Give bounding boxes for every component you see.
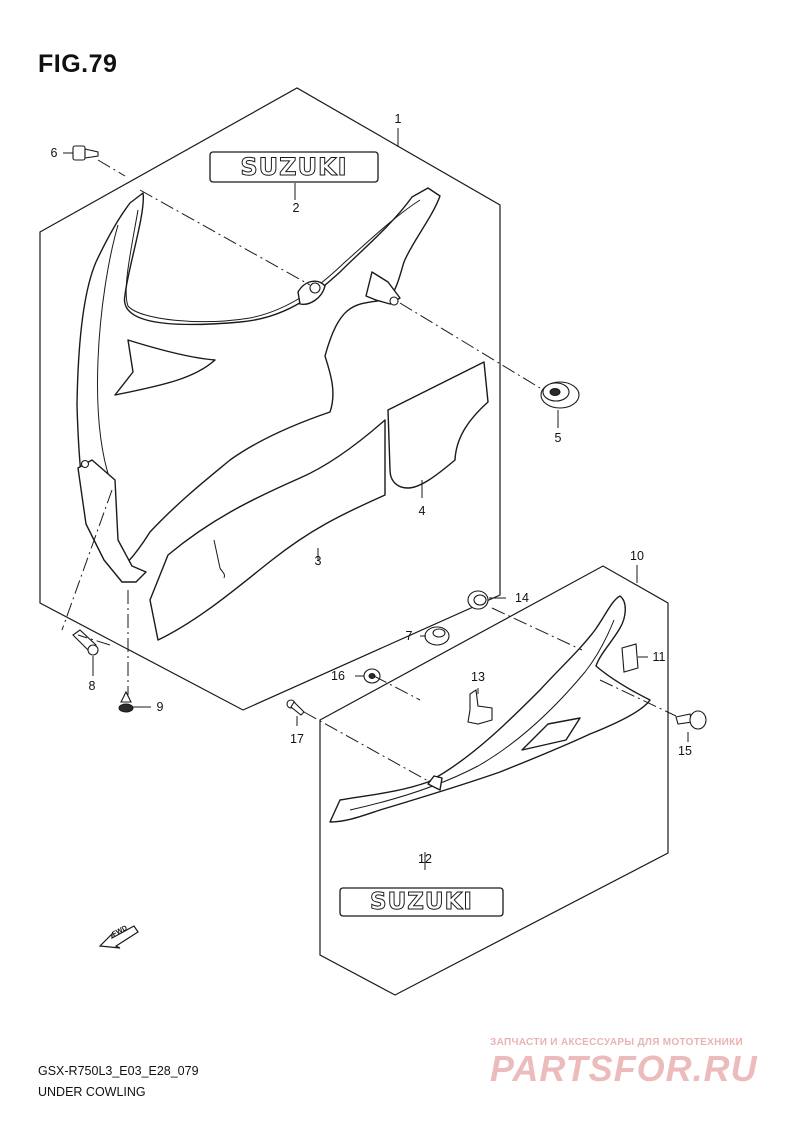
callout-17: 17 (290, 732, 304, 746)
callout-7: 7 (405, 629, 413, 643)
leader-lines (63, 128, 689, 870)
upper-mount-hole (309, 282, 321, 294)
bolt-part-15 (675, 710, 707, 730)
callout-10: 10 (630, 549, 644, 563)
callout-8: 8 (88, 679, 96, 693)
clip-bracket-part-13 (467, 689, 493, 725)
grommet-part-5 (540, 381, 580, 409)
nut-part-7 (424, 626, 450, 646)
callout-12: 12 (418, 852, 432, 866)
section-name: UNDER COWLING (38, 1085, 146, 1099)
side-insert-plate (387, 361, 489, 489)
callout-9: 9 (156, 700, 164, 714)
callout-6: 6 (50, 146, 58, 160)
callout-11: 11 (652, 650, 666, 664)
callout-1: 1 (394, 112, 402, 126)
callout-5: 5 (554, 431, 562, 445)
pad-part-11 (621, 643, 639, 673)
screw-part-8 (72, 629, 99, 656)
left-bracket-hole (80, 459, 90, 469)
bolt-part-6 (72, 145, 99, 161)
screw-part-17 (286, 699, 305, 716)
upper-panel-vent (114, 339, 216, 396)
lower-panel-inner-edge (349, 619, 615, 811)
lower-panel-mount-tab (427, 775, 443, 791)
rear-mount-bracket (365, 271, 401, 305)
body-panel-slot (213, 539, 225, 579)
dash-dot-lines (61, 159, 677, 783)
emblem-lower-frame (339, 887, 504, 917)
upper-panel-left-strut (97, 224, 119, 481)
nut-part-16 (363, 668, 381, 684)
under-cowling-body-panel (149, 419, 386, 641)
lower-left-bracket (77, 459, 147, 583)
under-cowling-lower-panel (329, 595, 651, 823)
callout-2: 2 (292, 201, 300, 215)
model-code: GSX-R750L3_E03_E28_079 (38, 1064, 199, 1078)
emblem-upper-frame (209, 151, 379, 183)
callout-13: 13 (471, 670, 485, 684)
lower-panel-vent (521, 717, 581, 751)
clip-part-9 (118, 690, 134, 713)
rear-mount-bolt (389, 296, 399, 306)
emblem-lower-text: SUZUKI (370, 889, 473, 916)
callout-4: 4 (418, 504, 426, 518)
callout-14: 14 (515, 591, 529, 605)
callout-3: 3 (314, 554, 322, 568)
fwd-arrow-icon (98, 925, 139, 949)
callout-16: 16 (331, 669, 345, 683)
callout-15: 15 (678, 744, 692, 758)
figure-title: FIG.79 (38, 50, 118, 78)
watermark-brand: PARTSFOR.RU (490, 1048, 758, 1089)
rubber-part-14 (467, 590, 489, 610)
watermark-tagline: ЗАПЧАСТИ И АКСЕССУАРЫ ДЛЯ МОТОТЕХНИКИ (490, 1037, 743, 1048)
under-cowling-upper-panel (76, 187, 441, 567)
upper-panel-inner-edge (125, 199, 421, 323)
emblem-upper-text: SUZUKI (240, 153, 348, 182)
